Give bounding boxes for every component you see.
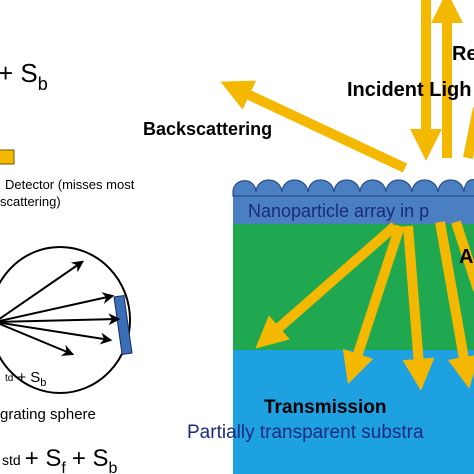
transmission-label: Transmission	[264, 397, 387, 418]
backscatter-arrow	[220, 80, 408, 173]
integrating-sphere	[0, 246, 131, 394]
right-panel: Re Incident Ligh Backscattering Nanopart…	[143, 0, 474, 474]
forward-arrow-mid	[402, 225, 435, 391]
sphere-caption: grating sphere	[0, 406, 96, 423]
absorption-label: A	[459, 246, 473, 268]
specular-arrow	[463, 107, 474, 159]
detector-port	[113, 295, 133, 355]
forward-arrow-mid-left	[342, 224, 405, 385]
nanoparticle-bumps	[232, 179, 474, 197]
light-arrows	[220, 0, 474, 391]
incident-light-label: Incident Ligh	[347, 79, 471, 101]
substrate-label: Partially transparent substra	[187, 422, 424, 443]
nanoparticle-label: Nanoparticle array in p	[248, 201, 429, 221]
equation-top: + Sb	[0, 58, 48, 94]
inner-sphere-label: td+ Sb	[5, 369, 46, 389]
detector-caption-line1: Detector (misses most	[5, 177, 135, 192]
forward-arrow-far-right	[451, 220, 474, 292]
forward-arrow-right	[435, 221, 474, 389]
detector-caption-line2: scattering)	[0, 194, 61, 209]
reflection-label: Re	[452, 43, 474, 65]
scatter-arrows	[0, 260, 121, 356]
forward-arrow-left	[255, 222, 399, 349]
backscattering-label: Backscattering	[143, 119, 272, 139]
equation-bottom: std+ Sf+ Sb	[2, 445, 118, 474]
nanoparticle-layer	[233, 192, 474, 224]
detector-icon	[0, 149, 15, 165]
left-panel: + Sb Detector (misses most scattering) t…	[0, 58, 135, 474]
